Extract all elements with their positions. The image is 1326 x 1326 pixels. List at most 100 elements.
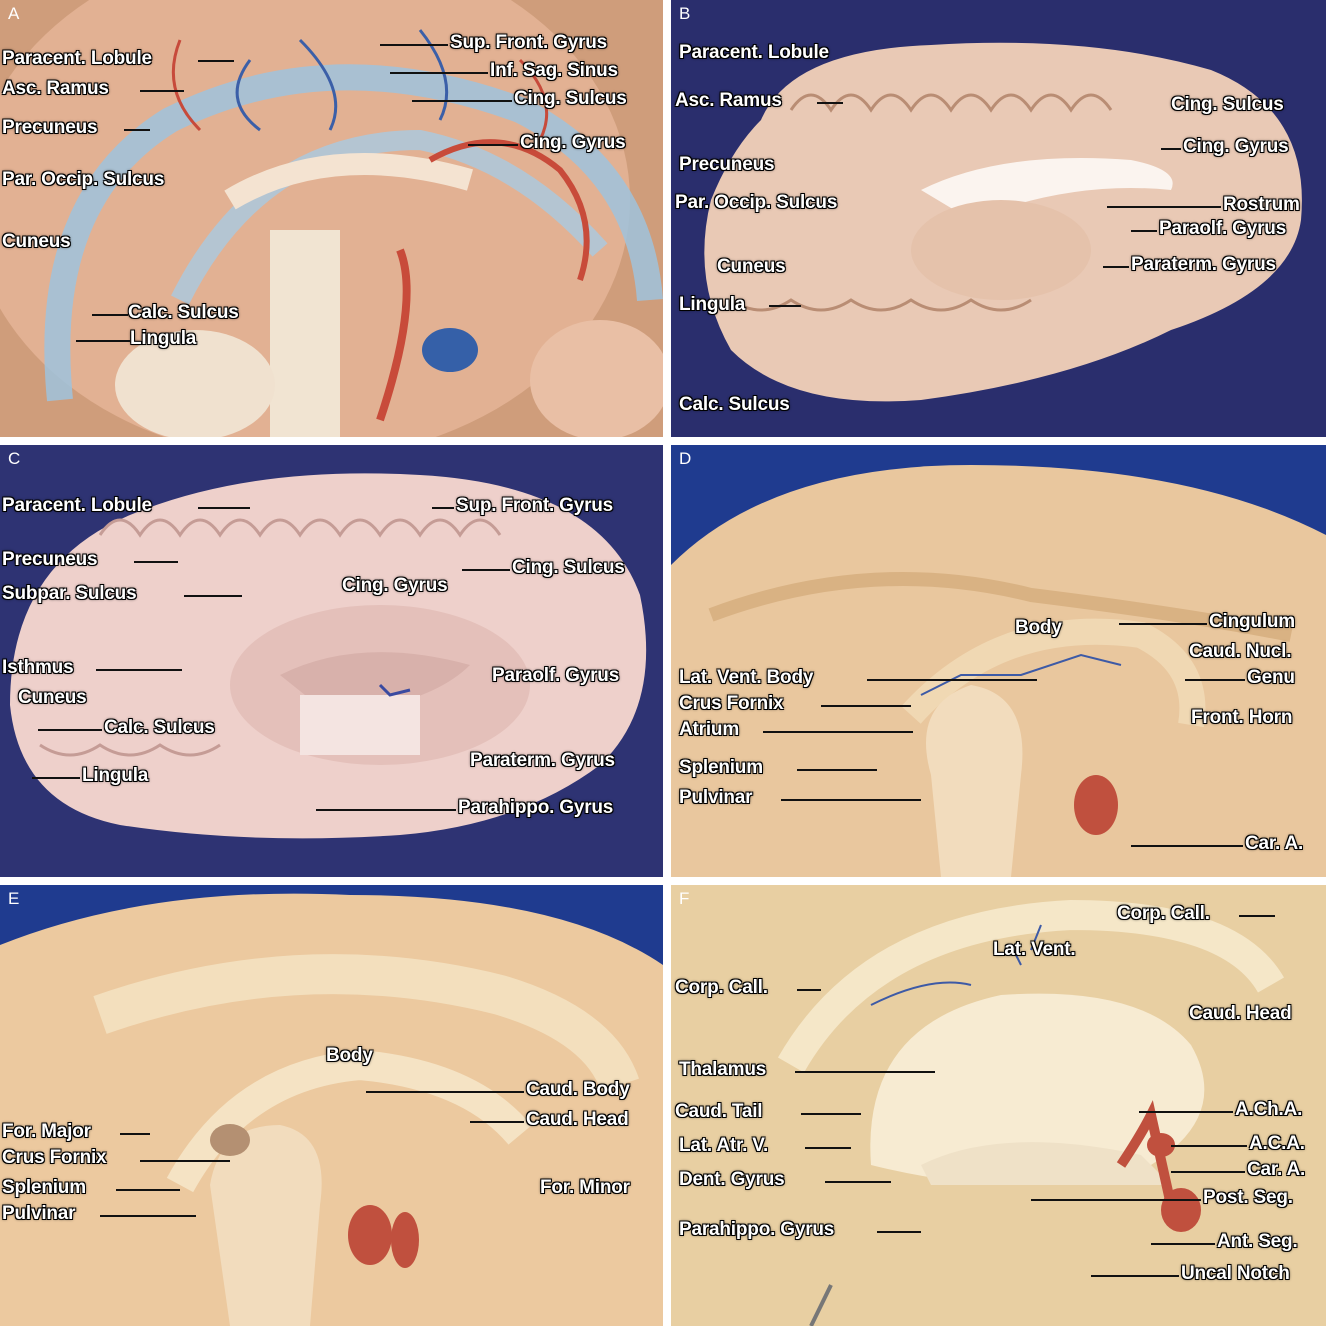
label-genu: Genu: [1247, 667, 1295, 688]
panel-f: F Corp. Call. Lat. Vent. Corp. Call. Cau…: [671, 885, 1326, 1326]
leader-line: [821, 705, 911, 707]
label-precuneus: Precuneus: [2, 549, 98, 570]
leader-line: [1031, 1199, 1201, 1201]
label-body: Body: [1015, 617, 1062, 638]
leader-line: [120, 1133, 150, 1135]
label-caudate-tail: Caud. Tail: [675, 1101, 763, 1122]
label-body: Body: [326, 1045, 373, 1066]
label-foramen-minor: For. Minor: [540, 1177, 630, 1198]
label-superior-frontal-gyrus: Sup. Front. Gyrus: [450, 32, 608, 53]
leader-line: [92, 314, 128, 316]
leader-line: [32, 777, 80, 779]
panel-b-image: [671, 0, 1326, 437]
leader-line: [366, 1091, 524, 1093]
label-paracentral-lobule: Paracent. Lobule: [2, 48, 152, 69]
label-pulvinar: Pulvinar: [2, 1203, 76, 1224]
leader-line: [1131, 230, 1157, 232]
label-calcarine-sulcus: Calc. Sulcus: [128, 302, 239, 323]
leader-line: [1131, 845, 1243, 847]
label-ascending-ramus: Asc. Ramus: [2, 78, 109, 99]
label-atrium: Atrium: [679, 719, 740, 740]
label-caudate-head: Caud. Head: [526, 1109, 629, 1130]
label-cuneus: Cuneus: [18, 687, 87, 708]
leader-line: [1103, 266, 1129, 268]
label-pulvinar: Pulvinar: [679, 787, 753, 808]
label-paraterminal-gyrus: Paraterm. Gyrus: [470, 750, 615, 771]
panel-letter: B: [679, 4, 691, 23]
label-anterior-segment: Ant. Seg.: [1217, 1231, 1298, 1252]
panel-letter: E: [8, 889, 20, 908]
leader-line: [316, 809, 456, 811]
label-splenium: Splenium: [679, 757, 763, 778]
leader-line: [1139, 1111, 1233, 1113]
leader-line: [38, 729, 102, 731]
leader-line: [432, 507, 454, 509]
label-isthmus: Isthmus: [2, 657, 74, 678]
label-uncal-notch: Uncal Notch: [1181, 1263, 1290, 1284]
leader-line: [100, 1215, 196, 1217]
leader-line: [198, 60, 234, 62]
label-cuneus: Cuneus: [2, 231, 71, 252]
label-calcarine-sulcus: Calc. Sulcus: [679, 394, 790, 415]
label-anterior-choroidal-artery: A.Ch.A.: [1235, 1099, 1303, 1120]
leader-line: [817, 102, 843, 104]
label-cingulum: Cingulum: [1209, 611, 1295, 632]
label-paraolfactory-gyrus: Paraolf. Gyrus: [492, 665, 620, 686]
panel-a: A Paracent. Lobule Asc. Ramus Precuneus …: [0, 0, 663, 437]
label-superior-frontal-gyrus: Sup. Front. Gyrus: [456, 495, 614, 516]
leader-line: [96, 669, 182, 671]
label-paraolfactory-gyrus: Paraolf. Gyrus: [1159, 218, 1287, 239]
leader-line: [797, 769, 877, 771]
label-lingula: Lingula: [130, 328, 197, 349]
label-posterior-segment: Post. Seg.: [1203, 1187, 1293, 1208]
label-carotid-artery: Car. A.: [1247, 1159, 1306, 1180]
label-caudate-body: Caud. Body: [526, 1079, 630, 1100]
panel-letter: F: [679, 889, 690, 908]
panel-letter: C: [8, 449, 21, 468]
label-cingulate-sulcus: Cing. Sulcus: [1171, 94, 1284, 115]
leader-line: [468, 144, 518, 146]
panel-b: B Paracent. Lobule Asc. Ramus Precuneus …: [671, 0, 1326, 437]
leader-line: [380, 44, 448, 46]
leader-line: [877, 1231, 921, 1233]
label-anterior-cerebral-artery: A.C.A.: [1249, 1133, 1305, 1154]
leader-line: [867, 679, 1037, 681]
leader-line: [124, 129, 150, 131]
panel-e: E Body Caud. Body Caud. Head For. Major …: [0, 885, 663, 1326]
panel-d: D Body Cingulum Caud. Nucl. Genu Lat. Ve…: [671, 445, 1326, 877]
panel-e-image: [0, 885, 663, 1326]
leader-line: [1171, 1171, 1245, 1173]
leader-line: [1151, 1243, 1215, 1245]
label-lateral-ventricle-body: Lat. Vent. Body: [679, 667, 814, 688]
label-parahippocampal-gyrus: Parahippo. Gyrus: [679, 1219, 835, 1240]
label-paracentral-lobule: Paracent. Lobule: [2, 495, 152, 516]
label-inferior-sagittal-sinus: Inf. Sag. Sinus: [490, 60, 618, 81]
label-dentate-gyrus: Dent. Gyrus: [679, 1169, 785, 1190]
panel-c-image: [0, 445, 663, 877]
label-precuneus: Precuneus: [2, 117, 98, 138]
leader-line: [1171, 1145, 1247, 1147]
label-ascending-ramus: Asc. Ramus: [675, 90, 782, 111]
label-parieto-occipital-sulcus: Par. Occip. Sulcus: [2, 169, 165, 190]
leader-line: [805, 1147, 851, 1149]
leader-line: [797, 989, 821, 991]
label-lingula: Lingula: [679, 294, 746, 315]
label-lateral-atrial-vein: Lat. Atr. V.: [679, 1135, 769, 1156]
label-splenium: Splenium: [2, 1177, 86, 1198]
label-cingulate-sulcus: Cing. Sulcus: [512, 557, 625, 578]
label-caudate-nucleus: Caud. Nucl.: [1189, 641, 1292, 662]
leader-line: [140, 1160, 230, 1162]
leader-line: [462, 569, 510, 571]
leader-line: [781, 799, 921, 801]
leader-line: [470, 1121, 524, 1123]
leader-line: [198, 507, 250, 509]
label-paraterminal-gyrus: Paraterm. Gyrus: [1131, 254, 1276, 275]
label-cingulate-sulcus: Cing. Sulcus: [514, 88, 627, 109]
label-subparietal-sulcus: Subpar. Sulcus: [2, 583, 137, 604]
leader-line: [763, 731, 913, 733]
panel-letter: D: [679, 449, 692, 468]
leader-line: [801, 1113, 861, 1115]
label-paracentral-lobule: Paracent. Lobule: [679, 42, 829, 63]
label-corpus-callosum: Corp. Call.: [675, 977, 768, 998]
label-carotid-artery: Car. A.: [1245, 833, 1304, 854]
